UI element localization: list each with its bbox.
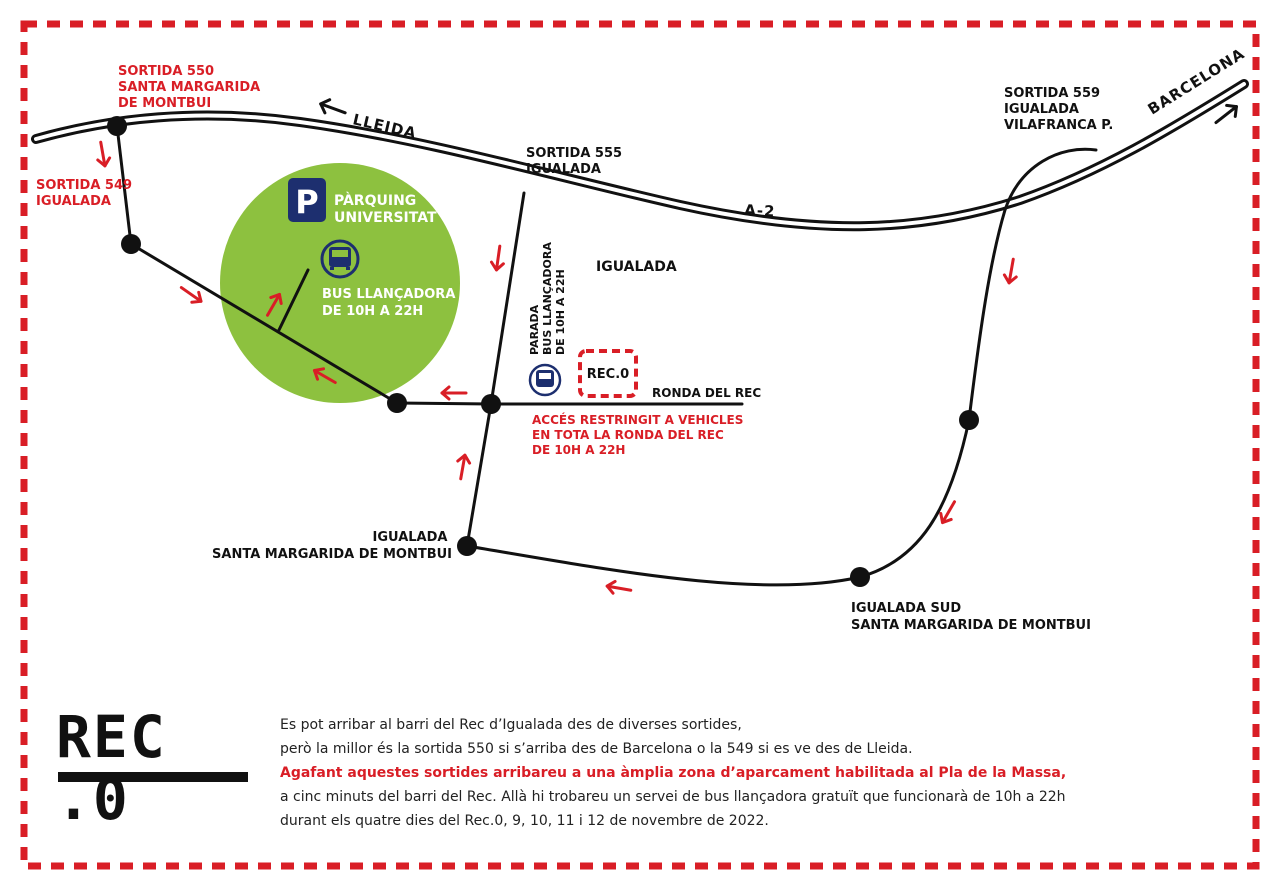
road-south [465, 544, 862, 587]
arrow-icon [440, 385, 468, 401]
junction-igualada-smm [457, 536, 477, 556]
parking-area [220, 163, 460, 403]
label-exit549: SORTIDA 549 IGUALADA [36, 178, 137, 209]
label-rec0-box: REC.0 [587, 367, 629, 382]
label-igualada-sud: IGUALADA SUD SANTA MARGARIDA DE MONTBUI [851, 601, 1091, 633]
road-ronda-del-rec [395, 401, 744, 406]
label-a2: A-2 [744, 201, 776, 221]
label-ronda: RONDA DEL REC [652, 386, 761, 400]
junction-ronda-east [481, 394, 501, 414]
label-bus-shuttle: BUS LLANÇADORA DE 10H A 22H [322, 287, 460, 319]
arrow-icon [604, 578, 634, 598]
junction-igualada-sud [850, 567, 870, 587]
info-highlight: Agafant aquestes sortides arribareu a un… [280, 765, 1067, 781]
rec0-logo: REC .0 [56, 703, 167, 833]
arrow-icon [935, 497, 962, 528]
arrow-icon [93, 139, 113, 169]
arrow-icon [489, 243, 508, 273]
arrow-icon [1001, 256, 1021, 286]
label-exit559: SORTIDA 559 IGUALADA VILAFRANCA P. [1004, 86, 1113, 133]
label-exit555: SORTIDA 555 IGUALADA [526, 146, 627, 177]
label-bus-stop: PARADA BUS LLANÇADORA DE 10H A 22H [528, 238, 567, 355]
arrow-icon [316, 95, 350, 121]
info-line: però la millor és la sortida 550 si s’ar… [280, 741, 913, 757]
road-exit555 [465, 191, 526, 548]
junction-549 [121, 234, 141, 254]
parking-icon [288, 178, 326, 222]
label-exit550: SORTIDA 550 SANTA MARGARIDA DE MONTBUI [118, 64, 265, 111]
road-parking-link [277, 268, 310, 332]
bus-icon [528, 363, 562, 397]
dashed-border [20, 20, 1260, 870]
label-igualada-town: IGUALADA [596, 259, 677, 275]
road-exit559-loop [858, 147, 1098, 579]
label-restricted: ACCÉS RESTRINGIT A VEHICLES EN TOTA LA R… [532, 412, 748, 457]
junction-ronda-west [387, 393, 407, 413]
arrow-icon [453, 452, 473, 482]
junction-east-loop [959, 410, 979, 430]
parking-letter: P [295, 183, 318, 221]
logo-underline [58, 772, 248, 782]
junction-550 [107, 116, 127, 136]
label-parking: PÀRQUING UNIVERSITAT [334, 192, 437, 226]
info-line: durant els quatre dies del Rec.0, 9, 10,… [280, 813, 769, 829]
info-line: Es pot arribar al barri del Rec d’Iguala… [280, 717, 742, 733]
label-igualada-smm: IGUALADA SANTA MARGARIDA DE MONTBUI [212, 530, 452, 562]
info-line: a cinc minuts del barri del Rec. Allà hi… [280, 789, 1066, 805]
bus-icon [320, 239, 360, 279]
rec0-box [578, 349, 638, 398]
info-text: Es pot arribar al barri del Rec d’Iguala… [280, 713, 1180, 833]
